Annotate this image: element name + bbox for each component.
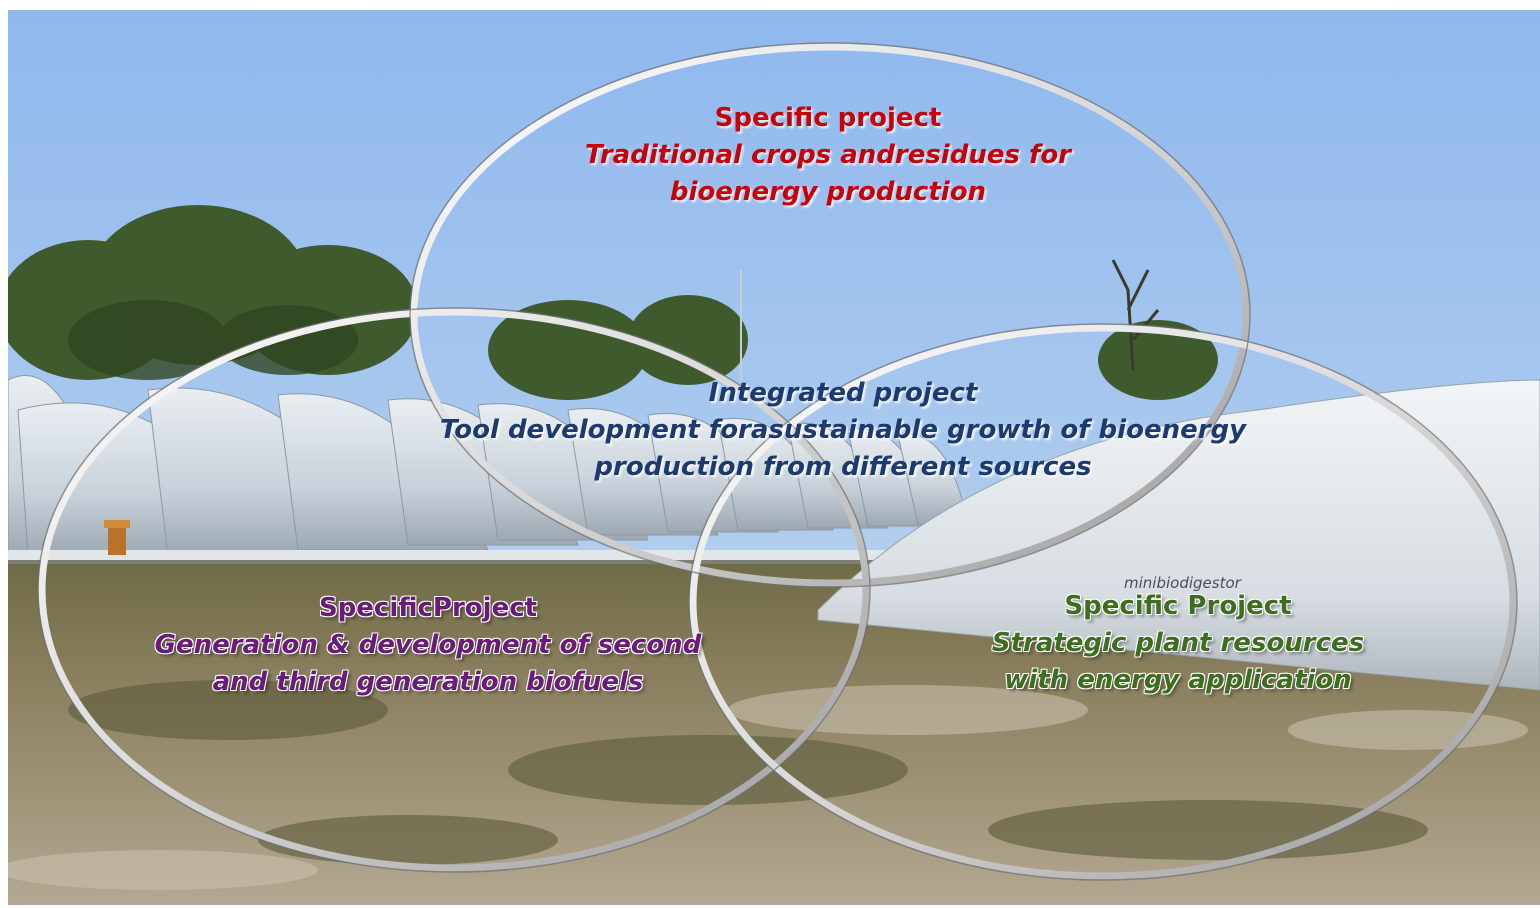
left-project-line1: Generation & development of second — [154, 630, 702, 660]
left-project-heading: SpecificProject — [318, 593, 538, 623]
ring-right — [689, 324, 1517, 880]
top-project-line1: Traditional crops andresidues for — [584, 140, 1071, 170]
right-project-line2: with energy application — [1004, 665, 1352, 695]
right-project-heading: Specific Project — [1064, 591, 1292, 621]
right-project-line1: Strategic plant resources — [991, 628, 1365, 658]
ring-left — [38, 308, 870, 872]
digester-label: minibiodigestor — [1124, 574, 1242, 592]
top-project-line2: bioenergy production — [669, 177, 987, 207]
top-project-heading: Specific project — [714, 103, 942, 133]
integrated-project-heading: Integrated project — [708, 378, 978, 408]
integrated-project-line1: Tool development forasustainable growth … — [439, 415, 1247, 445]
left-project-line2: and third generation biofuels — [212, 667, 644, 697]
background-photo: minibiodigestor — [8, 10, 1540, 905]
integrated-project-label: Integrated project Tool development fora… — [393, 375, 1293, 486]
left-project-label: SpecificProject Generation & development… — [88, 590, 768, 701]
venn-rings — [38, 43, 1517, 880]
integrated-project-line2: production from different sources — [594, 452, 1092, 482]
right-project-label: Specific Project Strategic plant resourc… — [948, 588, 1408, 699]
diagram-canvas: minibiodigestor Specific project Traditi… — [8, 10, 1540, 905]
top-project-label: Specific project Traditional crops andre… — [448, 100, 1208, 211]
